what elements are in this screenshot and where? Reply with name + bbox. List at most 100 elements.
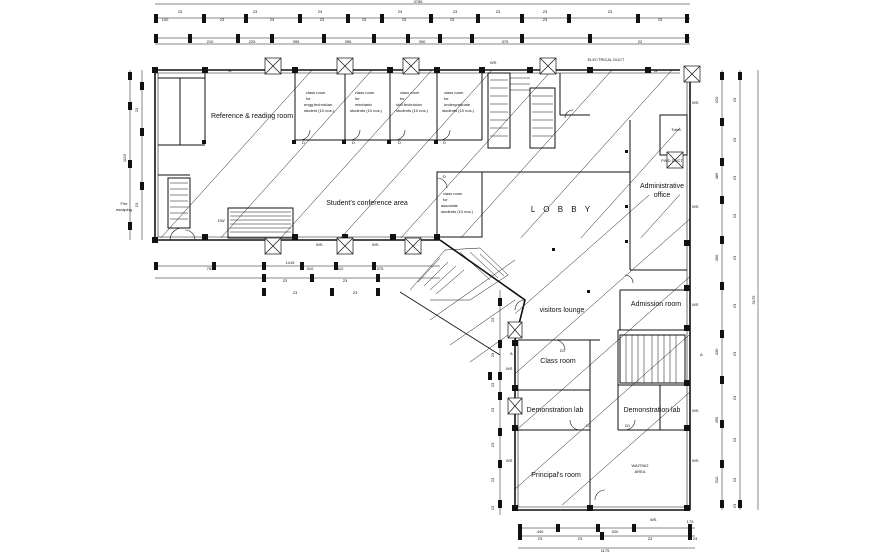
svg-text:210: 210 [207,39,214,44]
dim-overall-top: 3785 [414,0,424,4]
svg-text:495: 495 [714,416,719,423]
wing-left-dim-ticks [488,298,502,508]
svg-text:440: 440 [537,529,544,534]
svg-text:WS: WS [506,458,513,463]
right-dim-labels: 23 23 23 23 23 23 23 23 23 23 23 320 485… [714,96,737,508]
svg-text:D: D [398,140,401,145]
svg-text:class room: class room [443,191,463,196]
svg-text:D: D [443,174,446,179]
svg-text:22: 22 [638,39,643,44]
room-demo-lab-right: Demonstration lab [624,407,681,414]
diagonal-stair [409,247,509,301]
svg-text:23: 23 [320,17,325,22]
svg-text:associate: associate [441,203,459,208]
hatch-wing [515,195,690,505]
opening-tags: WS WS WS WS WS WS WS WS WS WS WS DW D D … [218,60,703,522]
right-dimensions [721,70,759,510]
svg-text:23: 23 [732,175,737,180]
svg-text:W: W [654,68,658,73]
svg-text:for: for [400,96,405,101]
svg-text:23: 23 [732,437,737,442]
svg-text:23: 23 [283,278,288,283]
svg-text:for: for [444,96,449,101]
svg-text:375: 375 [502,39,509,44]
bottom-dimensions [518,527,695,549]
label-toilet: Toilet [671,127,681,132]
svg-text:student (10 nos.): student (10 nos.) [304,108,335,113]
svg-text:D: D [443,140,446,145]
svg-text:23: 23 [343,278,348,283]
svg-text:395: 395 [293,39,300,44]
svg-text:23: 23 [496,9,501,14]
wing-stair [619,334,686,384]
mid-dim-labels: 753 310 310 375 1415 23 23 23 23 [207,260,384,295]
dim-left-1: 1115 [122,153,127,162]
svg-text:WS: WS [692,458,699,463]
svg-text:23: 23 [538,536,543,541]
svg-text:320: 320 [714,96,719,103]
room-principal: Principal's room [531,472,581,479]
svg-text:WS: WS [506,366,513,371]
svg-text:23: 23 [318,9,323,14]
hatch-top [160,70,680,238]
svg-text:D1: D1 [586,423,592,428]
svg-text:WS: WS [372,242,379,247]
svg-text:23: 23 [578,536,583,541]
svg-text:D1: D1 [560,348,566,353]
svg-text:class room: class room [400,90,420,95]
room-waiting-line2: AREA [635,469,646,474]
room-admission: Admission room [631,301,681,308]
svg-text:WS: WS [692,408,699,413]
svg-text:375: 375 [377,266,384,271]
svg-text:students (10 nos.): students (10 nos.) [441,209,474,214]
classroom-associate: class room for associate students (10 no… [441,191,474,214]
svg-text:WS: WS [650,517,657,522]
label-fire-line2: escaping [116,207,132,212]
dim-left-2: 23 [134,107,139,112]
label-electrical-duct: ELECTRICAL DUCT [588,57,625,62]
svg-text:390: 390 [419,39,426,44]
svg-text:23: 23 [490,382,495,387]
svg-text:23: 23 [732,213,737,218]
svg-text:23: 23 [293,290,298,295]
svg-text:for: for [355,96,360,101]
svg-text:D: D [302,140,305,145]
room-reference-reading: Reference & reading room [211,113,293,120]
classroom-skill: class room for skill technician students… [396,90,429,113]
svg-text:753: 753 [207,266,214,271]
top-dim-labels-1: 23 23 23 23 23 23 23 23 [178,9,613,14]
left-dim-ticks [128,72,144,230]
svg-text:WS: WS [692,302,699,307]
svg-text:1415: 1415 [286,260,296,265]
svg-text:23: 23 [658,17,663,22]
wing-left-dim-labels: 23 23 23 23 23 23 23 [490,317,495,510]
left-dimensions [129,70,143,240]
svg-text:DW: DW [218,218,225,223]
svg-text:class room: class room [306,90,326,95]
svg-text:for: for [443,197,448,202]
svg-text:23: 23 [732,137,737,142]
svg-text:23: 23 [732,395,737,400]
svg-text:undergraduate: undergraduate [444,102,471,107]
svg-text:23: 23 [398,9,403,14]
room-admin-office-line1: Administrative [640,183,684,190]
svg-text:23: 23 [270,17,275,22]
top-dim-labels-3: 210 225 395 395 390 375 22 [207,39,643,44]
svg-text:400: 400 [714,254,719,261]
svg-text:engg.technician: engg.technician [304,102,332,107]
svg-text:485: 485 [714,172,719,179]
svg-text:23: 23 [362,17,367,22]
bottom-dim-labels: 440 520 170 23 23 23 23 [537,519,698,541]
svg-text:310: 310 [337,266,344,271]
svg-text:WS: WS [490,60,497,65]
room-classroom: Class room [540,358,576,365]
svg-text:310: 310 [307,266,314,271]
svg-text:students (10 nos.): students (10 nos.) [350,108,383,113]
svg-text:23: 23 [543,9,548,14]
ducts [264,57,701,415]
svg-text:395: 395 [345,39,352,44]
svg-text:D1: D1 [625,423,631,428]
svg-text:students (10 nos.): students (10 nos.) [396,108,429,113]
svg-text:WS: WS [692,204,699,209]
